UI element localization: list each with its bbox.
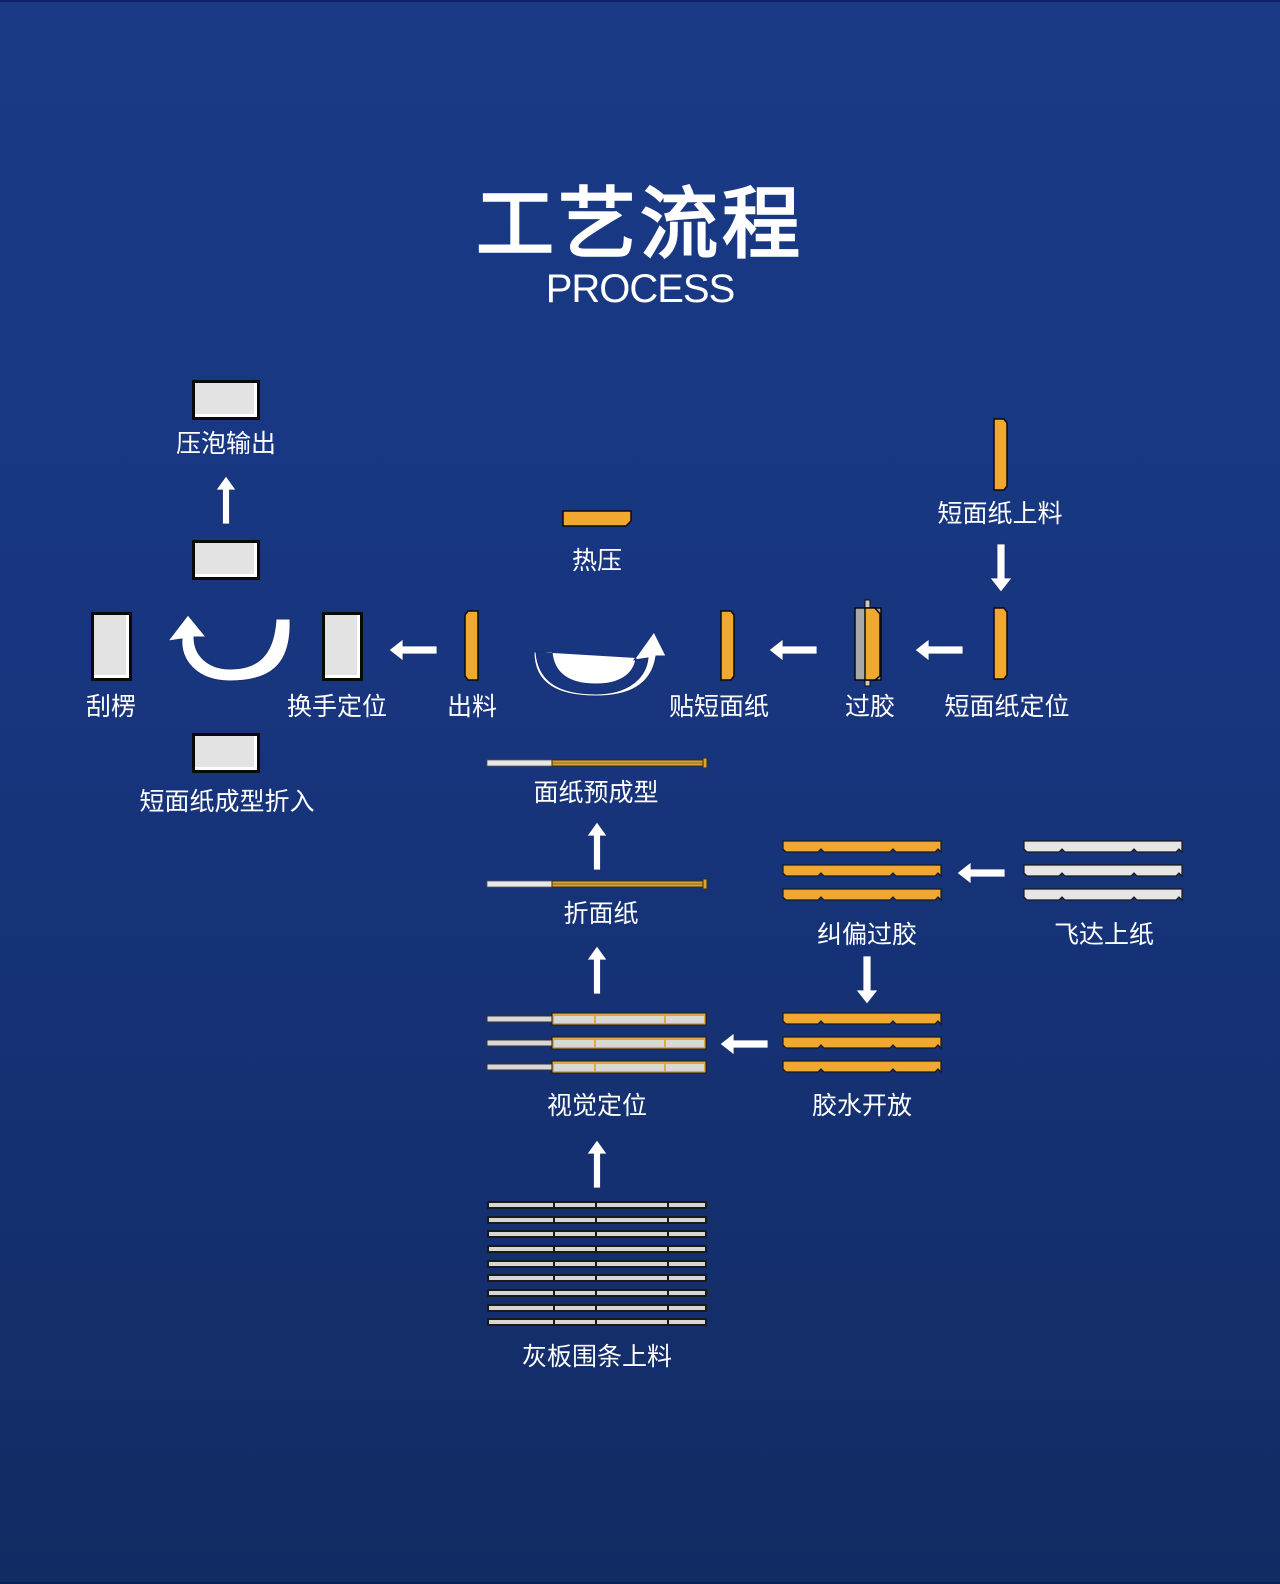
label-correction-glue: 纠偏过胶 <box>816 920 918 949</box>
feida-paper-strips-icon <box>1023 840 1183 901</box>
arrow-left-icon <box>956 861 1006 885</box>
label-greyboard-strip-loading: 灰板围条上料 <box>521 1342 673 1371</box>
label-glue-pass: 过胶 <box>844 692 896 721</box>
label-attach-short-paper: 贴短面纸 <box>668 692 770 721</box>
curved-arrow-right-icon <box>533 631 667 697</box>
face-paper-preform-strip-icon <box>486 757 708 769</box>
label-discharge: 出料 <box>446 692 498 721</box>
top-border <box>0 0 1280 2</box>
label-short-paper-folding: 短面纸成型折入 <box>139 787 315 816</box>
attach-short-paper-piece-icon <box>720 610 735 681</box>
label-hand-positioning: 换手定位 <box>286 692 388 721</box>
label-visual-positioning: 视觉定位 <box>546 1091 648 1120</box>
page-subtitle: PROCESS <box>545 267 736 311</box>
arrow-down-icon <box>989 543 1013 593</box>
glue-roller-icon <box>854 599 882 687</box>
visual-positioning-strips-icon <box>486 1012 707 1074</box>
arrow-up-icon <box>586 945 608 995</box>
label-glue-open: 胶水开放 <box>811 1091 913 1120</box>
label-face-paper-preform: 面纸预成型 <box>533 778 659 807</box>
short-paper-loading-piece-icon <box>993 418 1008 491</box>
discharge-piece-icon <box>464 610 479 681</box>
arrow-left-icon <box>719 1032 769 1056</box>
label-hot-press: 热压 <box>571 546 623 575</box>
arrow-up-icon <box>215 475 237 525</box>
short-paper-folding-box <box>192 733 260 773</box>
arrow-left-icon <box>388 638 438 662</box>
arrow-up-icon <box>586 821 608 871</box>
bottom-border <box>0 1582 1280 1584</box>
label-short-paper-loading: 短面纸上料 <box>937 499 1063 528</box>
scrape-corner-box <box>91 612 132 681</box>
label-press-output: 压泡输出 <box>175 429 277 458</box>
fold-face-paper-strip-icon <box>486 878 708 890</box>
short-paper-positioning-piece-icon <box>993 607 1008 680</box>
hand-positioning-box <box>322 612 363 681</box>
label-feida-paper-feed: 飞达上纸 <box>1053 920 1155 949</box>
middle-box <box>192 540 260 580</box>
curved-arrow-left-icon <box>166 614 291 682</box>
arrow-up-icon <box>586 1139 608 1189</box>
arrow-left-icon <box>768 638 818 662</box>
press-output-box <box>192 380 260 420</box>
greyboard-strips-stack-icon <box>487 1201 707 1326</box>
label-scrape-corner: 刮楞 <box>85 692 137 721</box>
label-short-paper-positioning: 短面纸定位 <box>944 692 1070 721</box>
glue-open-strips-icon <box>782 1012 942 1073</box>
arrow-left-icon <box>914 638 964 662</box>
arrow-down-icon <box>855 955 879 1005</box>
hot-press-piece-icon <box>562 510 632 527</box>
page-title: 工艺流程 <box>475 180 804 270</box>
correction-glue-strips-icon <box>782 840 942 901</box>
label-fold-face-paper: 折面纸 <box>563 899 639 928</box>
